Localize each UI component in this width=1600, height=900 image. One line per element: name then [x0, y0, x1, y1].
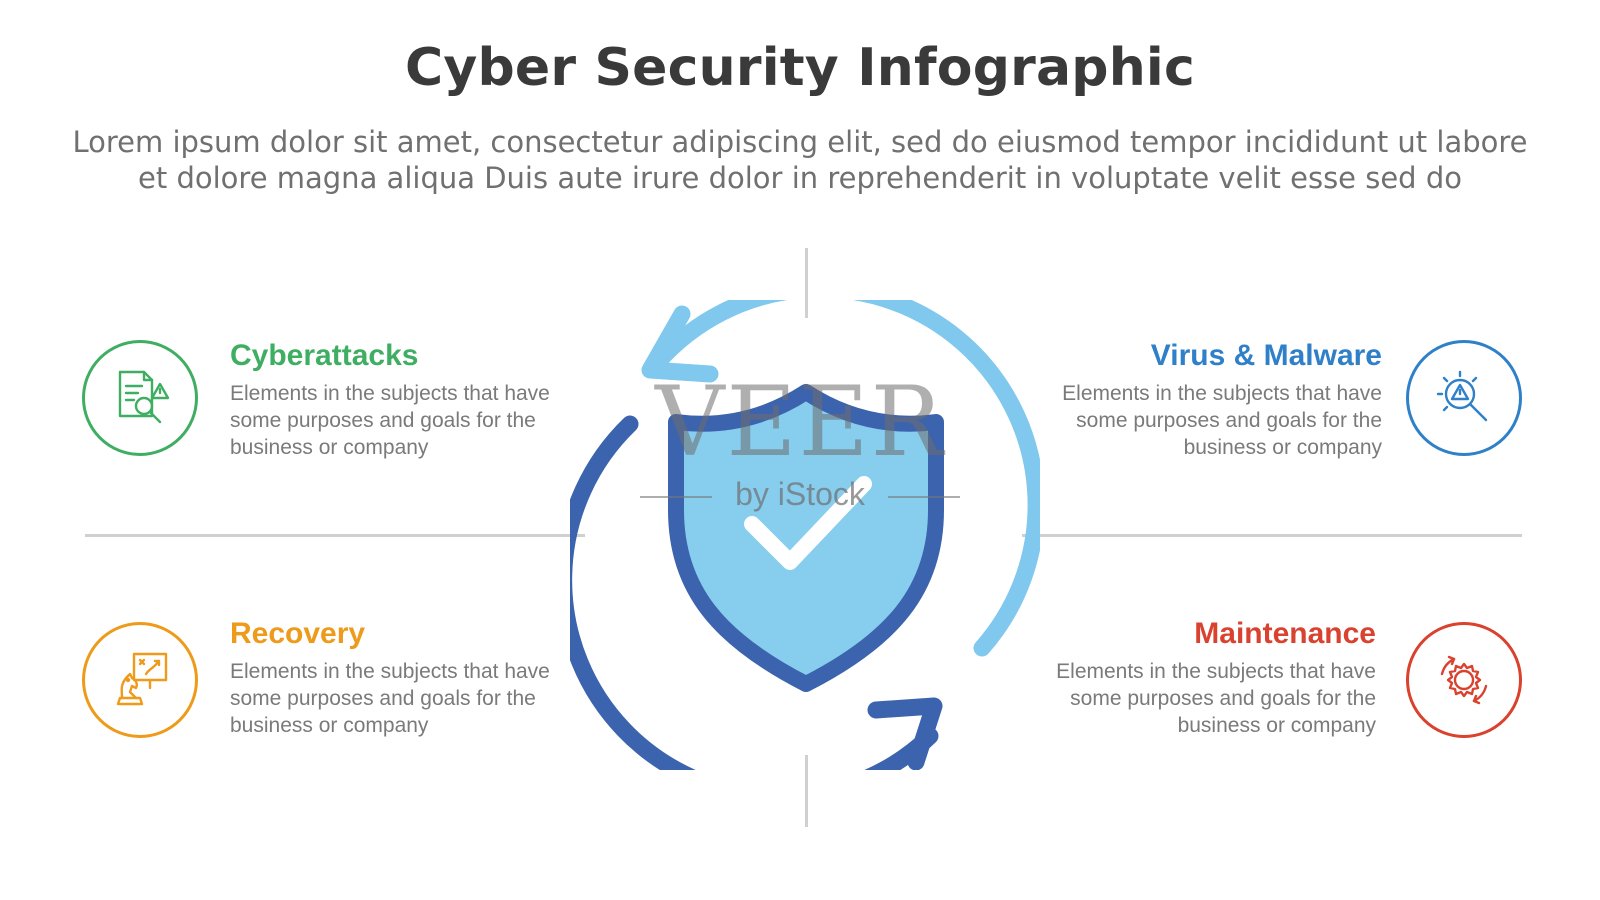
virus-malware-block: Virus & Malware Elements in the subjects… — [1022, 338, 1382, 461]
divider-vertical-bottom — [805, 755, 808, 827]
shield-check-cycle-icon — [570, 300, 1040, 770]
virus-malware-text: Elements in the subjects that have some … — [1022, 380, 1382, 461]
virus-malware-icon-circle — [1406, 340, 1522, 456]
cyberattacks-text-line-2: some purposes and goals for the — [230, 409, 536, 432]
dark-arrow-arc — [570, 415, 939, 770]
maintenance-text: Elements in the subjects that have some … — [1016, 658, 1376, 739]
dark-arrow-head — [867, 697, 943, 770]
cyberattacks-block: Cyberattacks Elements in the subjects th… — [230, 338, 590, 461]
recovery-block: Recovery Elements in the subjects that h… — [230, 616, 590, 739]
maintenance-text-line-2: some purposes and goals for the — [1070, 687, 1376, 710]
subtitle-line-1: Lorem ipsum dolor sit amet, consectetur … — [72, 125, 1528, 159]
recovery-text-line-3: business or company — [230, 714, 429, 737]
cyberattacks-title: Cyberattacks — [230, 339, 419, 372]
chess-strategy-board-icon — [116, 652, 168, 706]
check-mark — [744, 476, 872, 570]
maintenance-text-line-1: Elements in the subjects that have — [1056, 660, 1376, 683]
divider-vertical-top — [805, 248, 808, 318]
page-title: Cyber Security Infographic — [405, 38, 1195, 98]
cyberattacks-icon-circle — [82, 340, 198, 456]
maintenance-block: Maintenance Elements in the subjects tha… — [1016, 616, 1376, 739]
virus-malware-title: Virus & Malware — [1150, 339, 1382, 372]
virus-malware-text-line-2: some purposes and goals for the — [1076, 409, 1382, 432]
recovery-icon-circle — [82, 622, 198, 738]
document-search-warning-icon — [118, 370, 170, 424]
divider-horizontal-left — [85, 534, 585, 537]
recovery-text-line-1: Elements in the subjects that have — [230, 660, 550, 683]
virus-malware-text-line-1: Elements in the subjects that have — [1062, 382, 1382, 405]
recovery-text-line-2: some purposes and goals for the — [230, 687, 536, 710]
page-subtitle: Lorem ipsum dolor sit amet, consectetur … — [60, 124, 1540, 196]
divider-horizontal-right — [1022, 534, 1522, 537]
maintenance-text-line-3: business or company — [1177, 714, 1376, 737]
light-arrow-head — [641, 305, 719, 383]
cyberattacks-text: Elements in the subjects that have some … — [230, 380, 590, 461]
maintenance-icon-circle — [1406, 622, 1522, 738]
subtitle-line-2: et dolore magna aliqua Duis aute irure d… — [138, 161, 1462, 195]
maintenance-title: Maintenance — [1194, 617, 1376, 650]
light-arrow-arc — [649, 300, 1040, 657]
cyberattacks-text-line-3: business or company — [230, 436, 429, 459]
virus-malware-text-line-3: business or company — [1183, 436, 1382, 459]
cyberattacks-text-line-1: Elements in the subjects that have — [230, 382, 550, 405]
recovery-text: Elements in the subjects that have some … — [230, 658, 590, 739]
warning-magnifier-icon — [1436, 370, 1488, 422]
gear-cycle-icon — [1440, 655, 1488, 705]
recovery-title: Recovery — [230, 617, 366, 650]
